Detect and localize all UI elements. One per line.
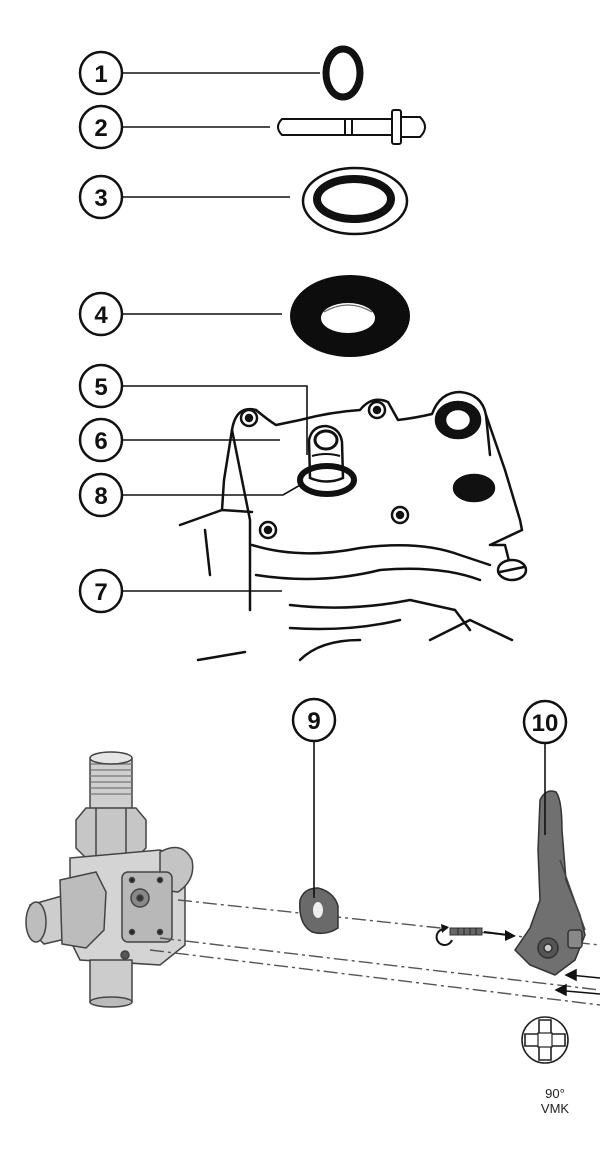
assembly-arrows — [554, 968, 601, 997]
callout-10: 10 — [522, 699, 568, 835]
orientation-label: 90° — [545, 1086, 565, 1101]
rubber-seal — [290, 275, 410, 357]
callout-2-number: 2 — [94, 115, 107, 142]
callout-4-number: 4 — [94, 302, 108, 329]
indicator-segment — [299, 887, 339, 935]
callout-6-number: 6 — [94, 428, 107, 455]
small-o-ring — [322, 45, 364, 101]
callout-6: 6 — [78, 417, 280, 463]
callout-9-number: 9 — [307, 708, 320, 735]
actuator-lever — [514, 790, 586, 976]
callout-5: 5 — [78, 363, 308, 455]
fixing-screw — [435, 924, 516, 946]
callout-9: 9 — [291, 697, 337, 898]
valve-body — [25, 751, 194, 1008]
callout-4: 4 — [78, 291, 282, 337]
valve-stem — [277, 109, 426, 145]
gland-ring — [301, 166, 409, 236]
callout-5-number: 5 — [94, 374, 107, 401]
valve-head-housing — [178, 390, 528, 662]
callout-1-number: 1 — [94, 61, 107, 88]
callout-7: 7 — [78, 568, 282, 614]
callout-10-number: 10 — [532, 710, 559, 737]
stem-and-seal — [297, 424, 357, 497]
callout-7-number: 7 — [94, 579, 107, 606]
callout-8: 8 — [78, 472, 303, 518]
callout-3-number: 3 — [94, 185, 107, 212]
model-label: VMK — [540, 1101, 570, 1116]
callout-8-number: 8 — [94, 483, 107, 510]
orientation-symbol — [521, 1016, 569, 1064]
callout-2: 2 — [78, 104, 270, 150]
callout-3: 3 — [78, 174, 290, 220]
callout-1: 1 — [78, 50, 320, 96]
